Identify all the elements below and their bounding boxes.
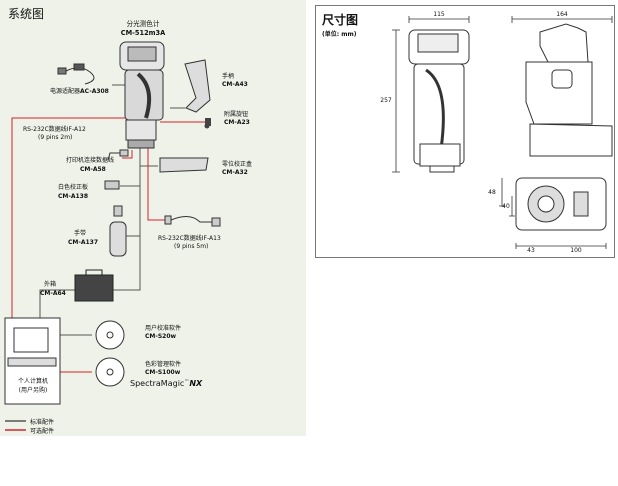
front-view	[408, 29, 470, 173]
hand-strap-icon	[109, 205, 127, 257]
line-rs232-a12	[11, 117, 130, 318]
rs232-a13-label: RS-232C数据线IF-A13	[158, 234, 221, 242]
knob-label: 附属旋钮	[224, 110, 248, 118]
dim-164: 164	[556, 11, 568, 18]
sw1-model: CM-S20w	[145, 333, 177, 340]
dimension-lines	[392, 16, 613, 249]
dimension-drawing: 尺寸图 (单位: mm) 115 164 257 48 40 43 100	[322, 11, 613, 254]
pc-label: 个人计算机	[18, 377, 48, 385]
rs232-a13-note: (9 pins 5m)	[174, 243, 208, 250]
line-printer	[122, 150, 133, 159]
device-label: 分光测色计	[127, 19, 160, 28]
case-model: CM-A64	[40, 290, 66, 297]
printer-cable-icon	[107, 149, 129, 161]
carrying-case-icon	[74, 269, 114, 302]
spectrophotometer-device	[119, 41, 165, 149]
printer-cable-label: 打印机连接数据线	[66, 156, 114, 164]
strap-label: 手带	[74, 229, 86, 237]
rs232-a12-label: RS-232C数据线IF-A12	[23, 125, 86, 133]
system-diagram-panel: 系统图 分光测色计 CM-512m3A 电源适配器AC-A308 手柄 CM-A…	[0, 0, 306, 436]
rs232-a13-cable-icon	[164, 215, 221, 227]
zero-calibration-box-icon	[159, 157, 209, 173]
bottom-view	[515, 177, 607, 231]
white-plate-icon	[104, 180, 120, 190]
knob-icon	[204, 118, 211, 129]
legend: 标准配件 可选配件	[5, 418, 54, 435]
side-view	[525, 23, 613, 157]
printer-cable-model: CM-A58	[80, 166, 106, 173]
sw2-model: CM-S100w	[145, 369, 181, 376]
laptop-icon	[4, 317, 61, 405]
dimension-title: 尺寸图	[322, 12, 358, 27]
knob-model: CM-A23	[224, 119, 250, 126]
legend-optional: 可选配件	[30, 427, 54, 435]
dim-43: 43	[527, 247, 535, 254]
handle-model: CM-A43	[222, 81, 248, 88]
device-model: CM-512m3A	[121, 29, 166, 37]
system-diagram: 系统图 分光测色计 CM-512m3A 电源适配器AC-A308 手柄 CM-A…	[4, 7, 252, 435]
handle-icon	[184, 59, 211, 113]
rs232-a12-note: (9 pins 2m)	[38, 134, 72, 141]
dim-100: 100	[570, 247, 582, 254]
zero-box-model: CM-A32	[222, 169, 248, 176]
system-title: 系统图	[8, 7, 44, 21]
white-plate-label: 白色校正板	[58, 183, 88, 191]
strap-model: CM-A137	[68, 239, 98, 246]
cd-icon	[95, 320, 125, 387]
power-adapter-icon	[57, 63, 95, 85]
white-plate-model: CM-A138	[58, 193, 88, 200]
legend-standard: 标准配件	[30, 418, 54, 426]
zero-box-label: 零位校正盒	[222, 160, 252, 168]
case-label: 外箱	[44, 280, 56, 288]
sw1-label: 用户校准软件	[145, 324, 181, 332]
unit-label: (单位: mm)	[322, 30, 357, 38]
dim-257: 257	[380, 97, 392, 104]
line-rs232-a13	[147, 148, 165, 221]
dim-48: 48	[488, 189, 496, 196]
spectramagic-logo: SpectraMagic™NX	[130, 379, 203, 388]
pc-note: (用户另购)	[19, 386, 48, 394]
sw2-label: 色彩管理软件	[145, 360, 181, 368]
handle-label: 手柄	[222, 72, 234, 80]
dim-115: 115	[433, 11, 445, 18]
dimension-drawing-panel: 尺寸图 (单位: mm) 115 164 257 48 40 43 100	[315, 5, 615, 258]
adapter-label: 电源适配器AC-A308	[50, 87, 109, 95]
dim-40: 40	[502, 203, 510, 210]
